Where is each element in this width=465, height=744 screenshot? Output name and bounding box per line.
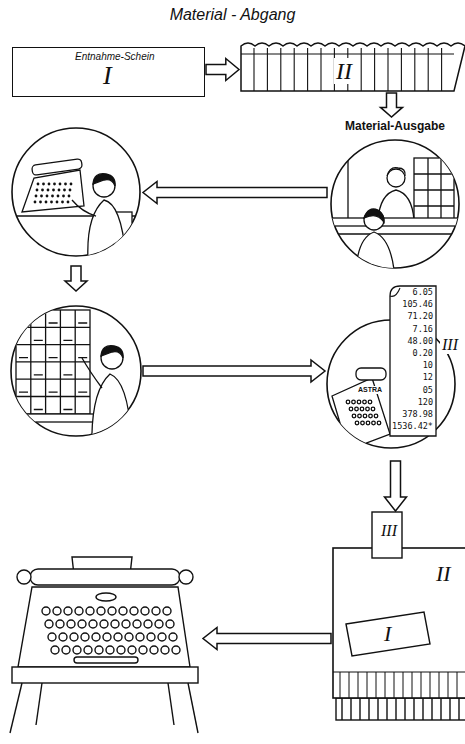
diagram-title: Material - Abgang — [167, 6, 299, 23]
slip-caption: Entnahme-Schein — [73, 51, 157, 62]
roman-numeral: III — [379, 522, 399, 540]
pigeonhole-sorting-circle — [10, 292, 142, 450]
node-illustration — [10, 120, 142, 265]
node-illustration — [2, 555, 202, 735]
roman-numeral: I — [382, 622, 393, 646]
node-illustration — [328, 118, 462, 270]
title-row: Material - Abgang — [0, 6, 465, 24]
hollow-arrow — [203, 628, 331, 650]
hollow-arrow — [385, 461, 407, 511]
accounting-machine — [2, 555, 202, 735]
withdrawal-slip-box: Entnahme-ScheinI — [12, 47, 205, 97]
bookkeeping-machine-circle — [10, 120, 142, 265]
material-issue-circle: Material-Ausgabe — [328, 118, 462, 270]
adding-machine-circle: ASTRA III — [326, 284, 459, 460]
hollow-arrow — [143, 360, 325, 382]
hollow-arrow — [381, 93, 403, 117]
roman-numeral: I — [101, 62, 114, 91]
roman-numeral: III — [440, 336, 460, 354]
hollow-arrow — [65, 266, 87, 291]
filed-documents-box: IIIIII — [332, 512, 465, 722]
card-file-tray: II — [240, 38, 455, 92]
hollow-arrow — [143, 182, 327, 204]
counter-sign: Material-Ausgabe — [343, 120, 447, 133]
machine-brand: ASTRA — [356, 386, 384, 394]
hollow-arrow — [206, 59, 239, 81]
node-illustration — [332, 512, 465, 722]
roman-numeral: II — [434, 562, 453, 586]
roman-numeral: II — [334, 58, 354, 84]
node-illustration — [326, 284, 459, 460]
node-illustration — [10, 292, 142, 450]
